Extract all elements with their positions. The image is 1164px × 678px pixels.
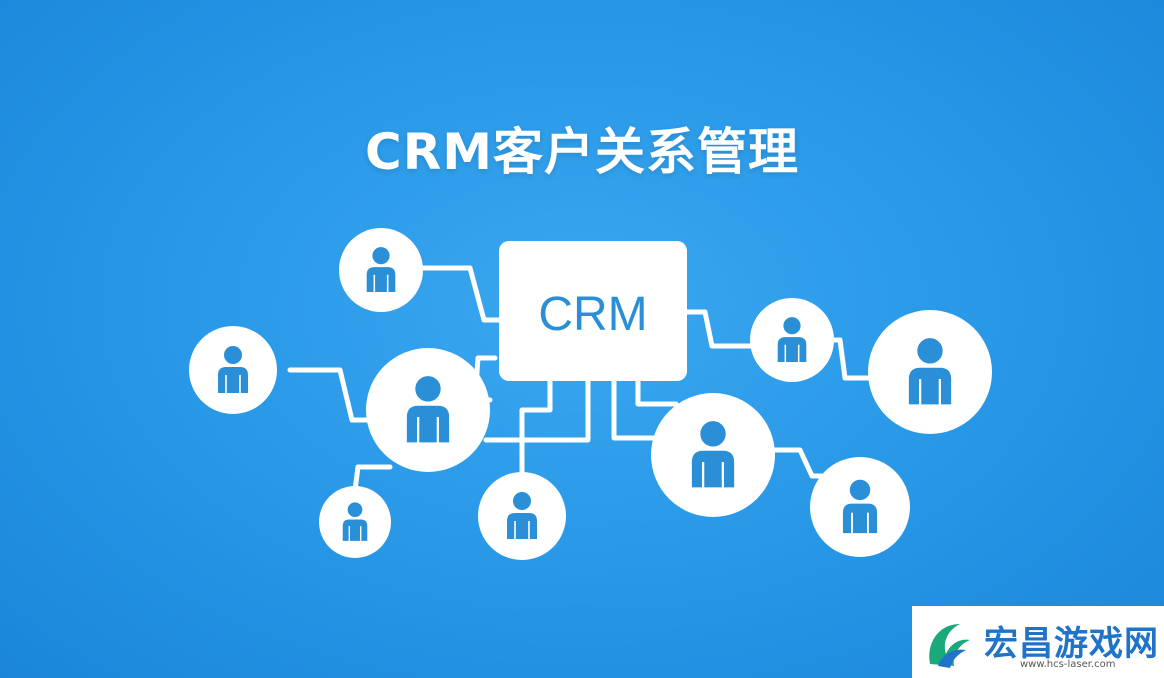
connector-user-4 [352,464,393,493]
person-icon [908,335,952,405]
person-icon [218,344,248,393]
connector-user-9 [772,447,829,479]
person-nodes [189,228,992,560]
connector-user-3-bottom [483,378,591,443]
person-node-user-5 [478,472,566,560]
person-icon [507,490,537,539]
connector-user-7 [684,309,755,349]
person-node-user-1 [339,228,423,312]
person-node-user-4 [319,486,391,558]
page-title: CRM客户关系管理 [365,123,799,181]
person-icon [842,477,878,534]
connector-user-1 [417,265,503,323]
watermark: 宏昌游戏网 www.hcs-laser.com [912,606,1164,678]
person-icon [342,500,368,541]
connector-user-6b [635,378,679,407]
person-icon [366,245,396,292]
crm-hub: CRM [499,241,687,381]
person-node-user-2 [189,326,277,414]
person-icon [406,373,450,443]
person-node-user-6 [651,393,775,517]
person-node-user-9 [810,457,910,557]
crm-hub-label: CRM [538,288,647,341]
connector-user-2 [287,367,371,423]
person-icon [777,315,807,362]
person-icon [691,418,735,488]
connector-user-6 [611,378,658,441]
person-node-user-7 [750,298,834,382]
dragon-logo-icon [929,624,970,668]
connector-user-5 [519,378,553,475]
connector-user-8 [827,337,873,381]
person-node-user-3 [366,348,490,472]
watermark-title: 宏昌游戏网 [984,624,1159,664]
person-node-user-8 [868,310,992,434]
watermark-url: www.hcs-laser.com [1020,659,1116,670]
